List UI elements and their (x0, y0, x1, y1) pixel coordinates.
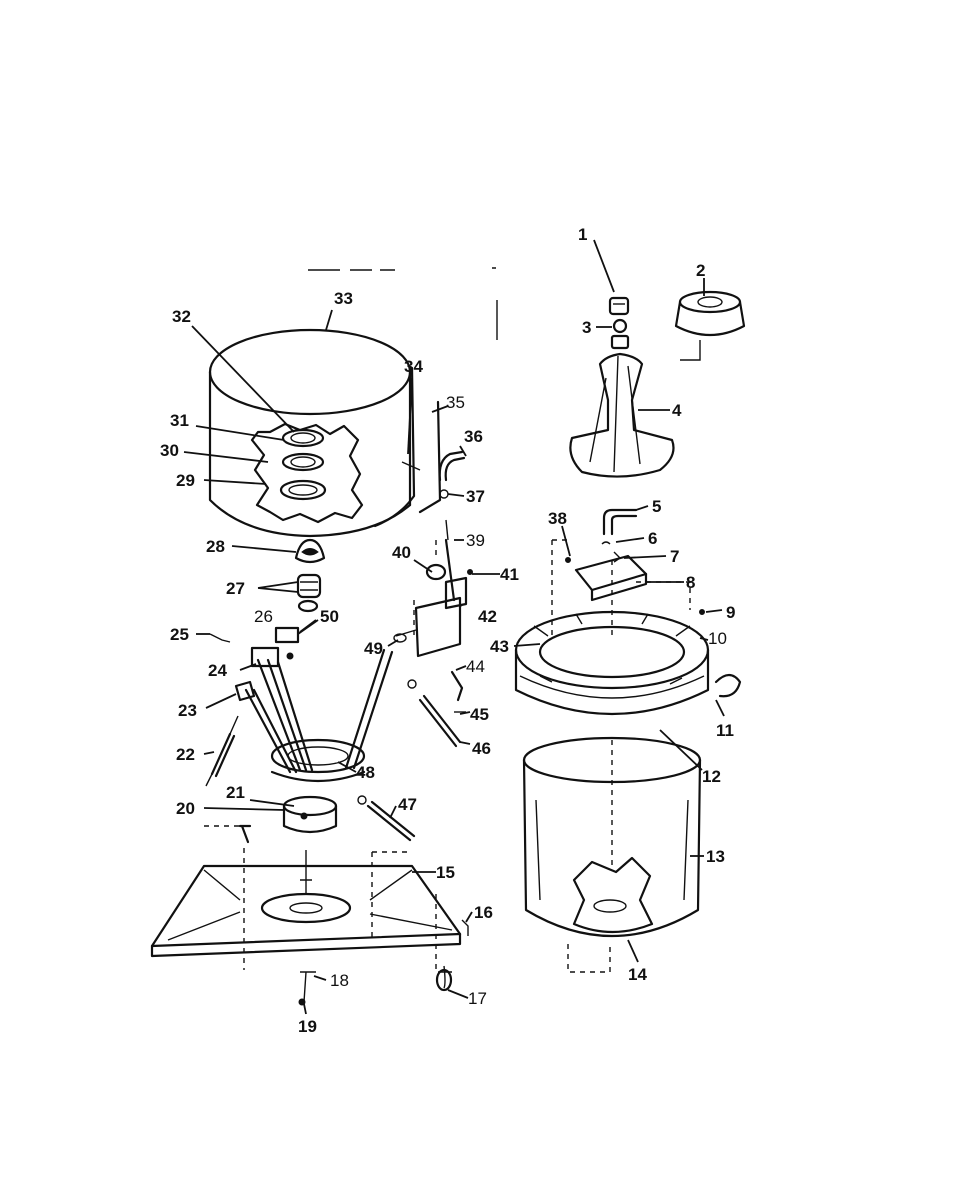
callout-27: 27 (226, 579, 245, 598)
callout-6: 6 (648, 529, 657, 548)
callout-24: 24 (208, 661, 227, 680)
callout-34: 34 (404, 357, 423, 376)
springs (205, 679, 462, 842)
callout-40: 40 (392, 543, 411, 562)
callout-16: 16 (474, 903, 493, 922)
callout-19: 19 (298, 1017, 317, 1036)
callout-41: 41 (500, 565, 519, 584)
callout-47: 47 (398, 795, 417, 814)
callout-leaders (183, 239, 725, 1015)
callout-14: 14 (628, 965, 647, 984)
callout-28: 28 (206, 537, 225, 556)
callout-31: 31 (170, 411, 189, 430)
callout-23: 23 (178, 701, 197, 720)
balance-ring (514, 610, 742, 715)
callout-12: 12 (702, 767, 721, 786)
center-hub (204, 795, 338, 844)
callout-3: 3 (582, 318, 591, 337)
tub-ring-fittings (551, 508, 705, 640)
suspension-frame (209, 626, 394, 783)
callout-labels: 1 2 3 4 5 6 7 8 9 10 11 12 13 14 15 16 1… (160, 225, 735, 1036)
callout-44: 44 (466, 657, 485, 676)
outer-tub (208, 328, 412, 538)
agitator (569, 352, 675, 478)
callout-4: 4 (672, 401, 682, 420)
callout-2: 2 (696, 261, 705, 280)
callout-22: 22 (176, 745, 195, 764)
callout-39: 39 (466, 531, 485, 550)
callout-49: 49 (364, 639, 383, 658)
tub-wrap-panel (373, 366, 442, 528)
callout-7: 7 (670, 547, 679, 566)
agitator-cap (608, 290, 746, 361)
callout-5: 5 (652, 497, 661, 516)
stray-marks (308, 267, 498, 340)
callout-21: 21 (226, 783, 245, 802)
callout-15: 15 (436, 863, 455, 882)
callout-30: 30 (160, 441, 179, 460)
callout-50: 50 (320, 607, 339, 626)
callout-32: 32 (172, 307, 191, 326)
callout-1: 1 (578, 225, 587, 244)
callout-43: 43 (490, 637, 509, 656)
callout-8: 8 (686, 573, 695, 592)
base-frame (150, 848, 469, 1006)
callout-17: 17 (468, 989, 487, 1008)
callout-11: 11 (716, 721, 734, 740)
callout-13: 13 (706, 847, 725, 866)
callout-42: 42 (478, 607, 497, 626)
callout-35: 35 (446, 393, 465, 412)
callout-20: 20 (176, 799, 195, 818)
wash-basket (522, 560, 702, 973)
callout-48: 48 (356, 763, 375, 782)
callout-18: 18 (330, 971, 349, 990)
callout-36: 36 (464, 427, 483, 446)
callout-45: 45 (470, 705, 489, 724)
callout-46: 46 (472, 739, 491, 758)
callout-10: 10 (708, 629, 727, 648)
callout-38: 38 (548, 509, 567, 528)
callout-33: 33 (334, 289, 353, 308)
seal-stack (294, 538, 326, 613)
pump-assembly (393, 450, 473, 713)
callout-29: 29 (176, 471, 195, 490)
callout-9: 9 (726, 603, 735, 622)
callout-26: 26 (254, 607, 273, 626)
callout-37: 37 (466, 487, 485, 506)
callout-25: 25 (170, 625, 189, 644)
